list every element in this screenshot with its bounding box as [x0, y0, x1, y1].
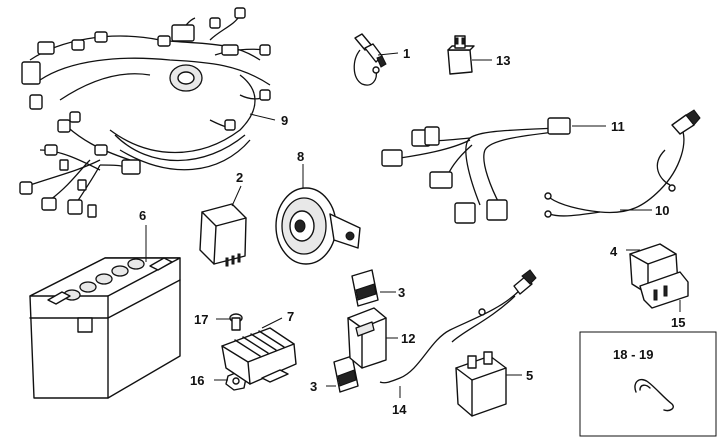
callout-4: 4: [610, 244, 618, 259]
inset-cable-clamp: [579, 331, 717, 437]
fuse-upper[interactable]: [351, 269, 379, 307]
neutral-switch[interactable]: [353, 33, 387, 86]
callout-14: 14: [392, 402, 407, 417]
main-wiring-harness[interactable]: [19, 7, 271, 218]
fuse-lower[interactable]: [333, 355, 359, 393]
horn[interactable]: [275, 187, 361, 265]
callout-labels: 1 13 11 10 9 8 2 6 4 3 17 7 15 12 18 - 1…: [139, 46, 685, 417]
callout-inset-18-19: 18 - 19: [613, 347, 653, 362]
turn-signal-relay[interactable]: [447, 35, 475, 75]
callout-3-lower: 3: [310, 379, 317, 394]
callout-15: 15: [671, 315, 685, 330]
battery[interactable]: [29, 257, 181, 399]
cable-clamp[interactable]: [634, 378, 674, 412]
callout-9: 9: [281, 113, 288, 128]
callout-16: 16: [190, 373, 204, 388]
callout-1: 1: [403, 46, 410, 61]
callout-10: 10: [655, 203, 669, 218]
fuse-holder[interactable]: [347, 307, 387, 369]
leader-lines: [145, 52, 681, 398]
callout-6: 6: [139, 208, 146, 223]
ignition-control-unit[interactable]: [199, 203, 247, 267]
callout-11: 11: [611, 119, 625, 134]
starter-relay[interactable]: [455, 351, 507, 417]
callout-8: 8: [297, 149, 304, 164]
callout-7: 7: [287, 309, 294, 324]
bolt[interactable]: [229, 313, 243, 331]
callout-3-upper: 3: [398, 285, 405, 300]
secondary-wiring-harness[interactable]: [381, 117, 571, 224]
callout-12: 12: [401, 331, 415, 346]
callout-13: 13: [496, 53, 510, 68]
relay-holder[interactable]: [639, 271, 689, 309]
voltage-regulator[interactable]: [221, 327, 297, 385]
connection-cable[interactable]: [544, 109, 701, 218]
fuse-cable[interactable]: [379, 269, 537, 384]
callout-17: 17: [194, 312, 208, 327]
callout-2: 2: [236, 170, 243, 185]
callout-5: 5: [526, 368, 533, 383]
